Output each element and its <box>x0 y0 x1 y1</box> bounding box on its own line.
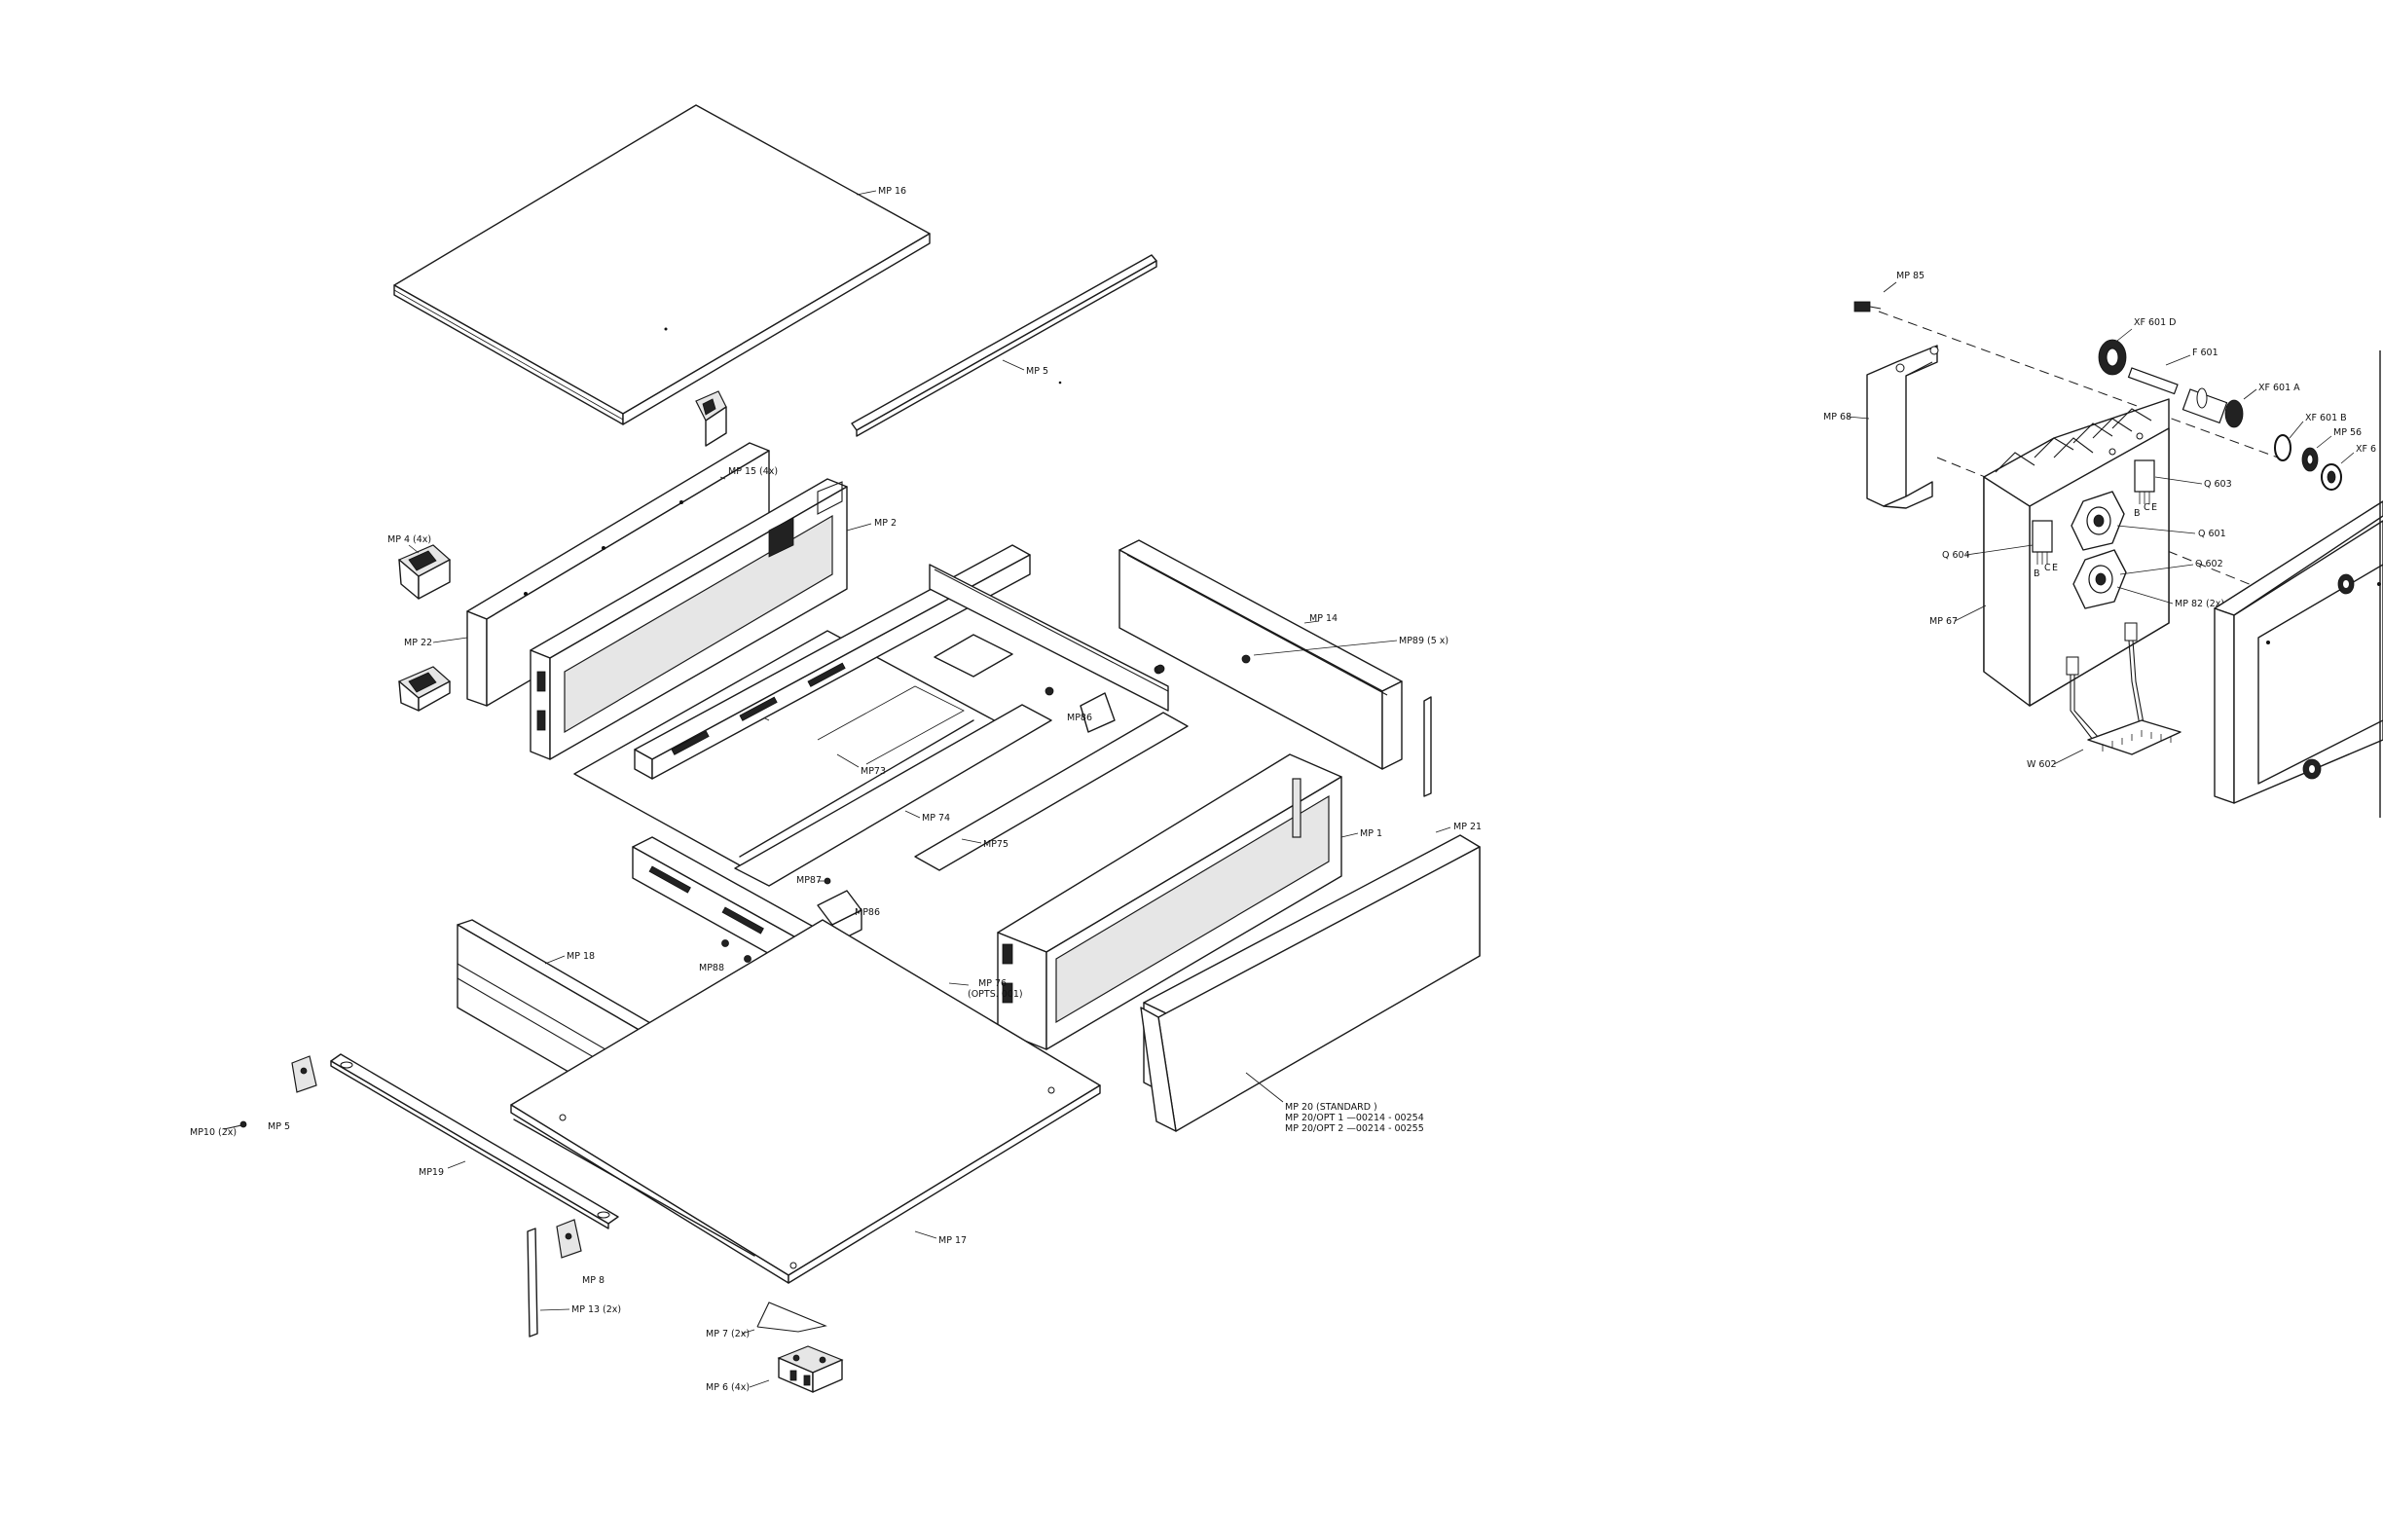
pin-e-q603: E <box>2151 502 2157 513</box>
bracket-mp68 <box>1866 345 1939 509</box>
label-xf601d: XF 601 D <box>2134 317 2176 328</box>
corner-foot-lower <box>397 666 452 712</box>
label-mp88: MP88 <box>699 963 724 973</box>
label-mp20-opt2: MP 20/OPT 2 —00214 - 00255 <box>1285 1123 1424 1134</box>
label-f601: F 601 <box>2192 348 2218 358</box>
label-mp4: MP 4 (4x) <box>387 534 431 545</box>
trim-strip-vertical <box>1423 696 1432 797</box>
screws-mp88 <box>721 939 752 963</box>
foot-mp6 <box>777 1345 844 1393</box>
rear-frame-mp1 <box>997 753 1342 1050</box>
label-q604: Q 604 <box>1942 550 1970 561</box>
label-mp7: MP 7 (2x) <box>706 1329 750 1339</box>
transistor-q604 <box>2032 520 2053 565</box>
label-mp87: MP87 <box>796 875 822 886</box>
label-mp75: MP75 <box>983 839 1008 850</box>
label-mp2: MP 2 <box>874 518 897 529</box>
pin-c-q604: C <box>2044 563 2051 573</box>
label-mp20-standard: MP 20 (STANDARD ) <box>1285 1102 1377 1113</box>
label-mp14: MP 14 <box>1309 613 1338 624</box>
side-panel-mp14 <box>1118 539 1403 770</box>
clip-mp8 <box>556 1219 582 1259</box>
label-mp5-clip: MP 5 <box>268 1121 290 1132</box>
label-w602: W 602 <box>2027 759 2057 770</box>
clip-mp5 <box>291 1055 317 1093</box>
label-mp15: MP 15 (4x) <box>728 466 778 477</box>
label-mp85: MP 85 <box>1896 271 1925 281</box>
label-mp86-bot: MP86 <box>855 907 880 918</box>
label-mp86-top: MP86 <box>1067 713 1092 723</box>
bottom-cover-mp17 <box>510 919 1101 1284</box>
pin-b-q603: B <box>2134 508 2141 519</box>
label-mp5-strip: MP 5 <box>1026 366 1048 377</box>
label-mp19: MP19 <box>419 1167 444 1178</box>
fuse-cap-xf601d <box>2098 339 2127 376</box>
top-cover-part <box>393 104 931 425</box>
corner-foot-upper <box>397 544 452 600</box>
screws-mp89 <box>1155 654 1251 674</box>
strap-mp19 <box>330 1053 619 1229</box>
label-mp74: MP 74 <box>922 813 950 824</box>
inner-chassis <box>734 564 1189 887</box>
transistor-q601 <box>2071 491 2125 551</box>
label-mp56: MP 56 <box>2333 427 2362 438</box>
label-mp6: MP 6 (4x) <box>706 1382 750 1393</box>
transistor-q603 <box>2134 459 2155 504</box>
nut-xf6 <box>2321 463 2342 491</box>
pin-b-q604: B <box>2034 568 2040 579</box>
label-mp22: MP 22 <box>404 638 432 648</box>
alignment-line-upper <box>1878 311 2279 458</box>
label-mp21: MP 21 <box>1453 822 1482 832</box>
washer-xf601b <box>2274 434 2291 461</box>
label-q603: Q 603 <box>2204 479 2232 490</box>
tilt-stand-mp7 <box>756 1302 827 1333</box>
label-mp17: MP 17 <box>938 1235 967 1246</box>
label-mp18: MP 18 <box>567 951 595 962</box>
pin-e-q604: E <box>2052 563 2058 573</box>
label-mp13: MP 13 (2x) <box>571 1304 621 1315</box>
label-mp76: MP 76 <box>978 978 1007 989</box>
side-rail-upper <box>634 544 1031 780</box>
label-xf601b: XF 601 B <box>2305 413 2347 423</box>
front-frame-mp2 <box>530 478 848 760</box>
pin-c-q603: C <box>2144 502 2150 513</box>
fuse-holder-xf601a <box>2181 387 2244 428</box>
rear-panel-frame <box>2214 350 2383 818</box>
label-q601: Q 601 <box>2198 529 2226 539</box>
label-q602: Q 602 <box>2195 559 2223 569</box>
transistor-q602 <box>2072 549 2127 609</box>
screw-mp10 <box>223 1120 247 1130</box>
label-xf601a: XF 601 A <box>2258 383 2300 393</box>
label-mp1: MP 1 <box>1360 828 1382 839</box>
label-mp68: MP 68 <box>1823 412 1851 422</box>
label-mp67: MP 67 <box>1929 616 1958 627</box>
label-mp8: MP 8 <box>582 1275 605 1286</box>
trim-strip-mp13 <box>527 1228 538 1338</box>
front-panel-mp20 <box>1140 846 1481 1132</box>
label-mp20-opt1: MP 20/OPT 1 —00214 - 00254 <box>1285 1113 1424 1123</box>
fuse-f601 <box>2127 367 2179 395</box>
corner-bracket-top <box>695 390 727 447</box>
label-mp89: MP89 (5 x) <box>1399 636 1448 646</box>
label-mp10: MP10 (2x) <box>190 1127 237 1138</box>
label-mp82: MP 82 (2x) <box>2175 599 2224 609</box>
label-mp73: MP73 <box>861 766 886 777</box>
cable-w602 <box>2066 622 2181 755</box>
trim-strip-part <box>851 254 1157 437</box>
label-mp16: MP 16 <box>878 186 906 197</box>
nut-mp56 <box>2301 447 2319 472</box>
screw-mp85 <box>1853 301 1882 312</box>
label-mp76-opts: (OPTS. 001) <box>968 989 1023 1000</box>
label-xf6: XF 6 <box>2356 444 2376 455</box>
